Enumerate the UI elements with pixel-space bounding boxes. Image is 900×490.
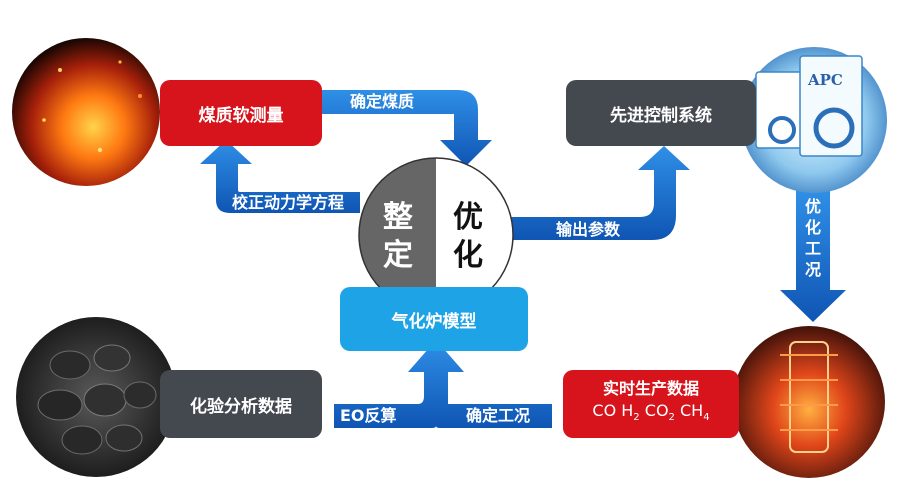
realtime-production-data: 实时生产数据 CO H2 CO2 CH4 (563, 370, 739, 438)
arrow-optimize-condition (780, 190, 846, 322)
center-left-top: 整 (383, 200, 413, 235)
arrow-determine-coal (322, 90, 492, 166)
arrow-output-params (510, 146, 690, 240)
arrow-eo-inverse (334, 340, 552, 428)
apc-box-text: APC (808, 71, 843, 89)
apc-label: 先进控制系统 (610, 105, 712, 126)
label-optimize-condition: 优 化 工 况 (804, 197, 821, 279)
gasifier-model: 气化炉模型 (340, 287, 528, 351)
label-eo-inverse: EO反算 (340, 406, 397, 425)
coal-quality-soft-sensor: 煤质软测量 (160, 80, 322, 146)
center-right-top: 优 (453, 200, 483, 235)
center-left-bottom: 定 (383, 238, 413, 273)
gasifier-model-label: 气化炉模型 (391, 311, 477, 332)
center-circle (358, 157, 514, 313)
label-output-params: 输出参数 (556, 220, 621, 239)
fire-image (12, 38, 160, 186)
realtime-gases: CO H2 CO2 CH4 (592, 401, 710, 424)
apc-image (741, 47, 887, 193)
coal-image (16, 317, 176, 477)
realtime-title: 实时生产数据 (602, 379, 699, 399)
arrow-calibrate (200, 140, 360, 213)
lab-analysis-data: 化验分析数据 (160, 370, 322, 438)
center-right-bottom: 化 (453, 238, 483, 273)
furnace-image (733, 326, 885, 478)
coal-quality-label: 煤质软测量 (198, 105, 284, 126)
label-determine-coal: 确定煤质 (350, 92, 415, 111)
label-determine-condition: 确定工况 (466, 406, 531, 425)
lab-data-label: 化验分析数据 (190, 396, 292, 417)
label-calibrate: 校正动力学方程 (232, 193, 345, 212)
advanced-control-system: 先进控制系统 (566, 80, 756, 146)
